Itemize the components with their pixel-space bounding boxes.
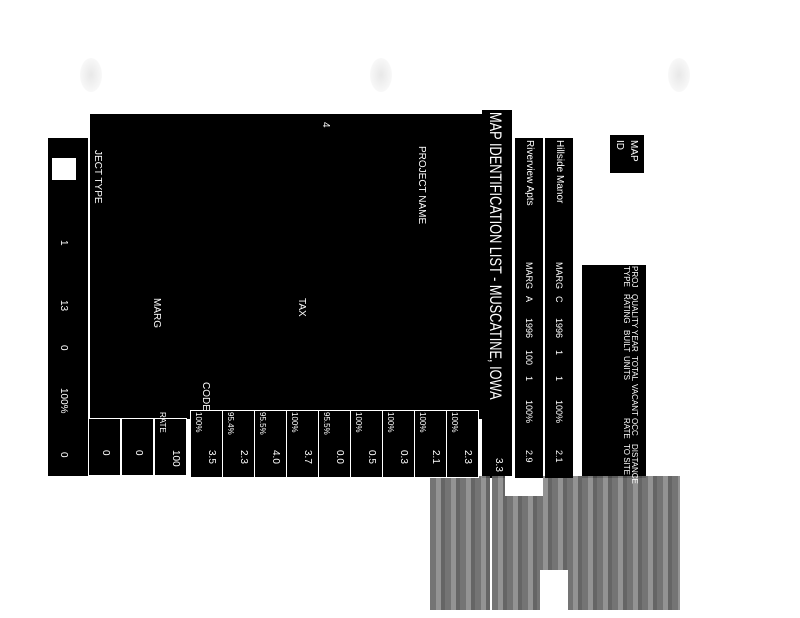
title-band: [482, 110, 512, 478]
row-cell: 100: [524, 350, 534, 366]
title-suffix: 3.3: [493, 458, 504, 472]
binder-hole: [668, 58, 690, 92]
bottom-value: 0.0: [334, 450, 345, 464]
bottom-value: 3.5: [206, 450, 217, 464]
column-header: YEAR BUILT: [622, 330, 639, 353]
bottom-cell: [446, 410, 479, 478]
bottom-cell: [382, 410, 415, 478]
marg-header: MARG: [151, 298, 162, 328]
bottom-value: 2.3: [238, 450, 249, 464]
left-value: 0: [58, 345, 69, 351]
row-name: Hillside Manor: [554, 140, 565, 204]
column-header: OCC RATE: [622, 418, 639, 439]
scan-noise: [492, 476, 680, 610]
bottom-value: 0.5: [366, 450, 377, 464]
bottom-value: 0: [100, 450, 111, 456]
scan-noise: [430, 476, 490, 610]
marker: 4: [320, 122, 331, 128]
scan-gap: [540, 570, 568, 610]
row-cell: 1: [524, 376, 534, 382]
bottom-header: 95.5%: [258, 412, 267, 435]
binder-hole: [80, 58, 102, 92]
bottom-cell: [286, 410, 319, 478]
column-header: TOTAL UNITS: [622, 356, 639, 381]
table-row: [545, 138, 573, 478]
bottom-cell: [121, 418, 154, 476]
binder-hole: [370, 58, 392, 92]
row-cell: 1: [554, 350, 564, 356]
column-header: VACANT: [630, 384, 639, 416]
left-box: [52, 158, 76, 180]
bottom-header: 100%: [418, 412, 427, 433]
left-value: 100%: [58, 388, 69, 414]
bottom-header: 95.5%: [322, 412, 331, 435]
bottom-value: 2.1: [430, 450, 441, 464]
bottom-value: 0.3: [398, 450, 409, 464]
row-name: Riverview Apts: [524, 140, 535, 206]
column-header-band: [582, 265, 646, 478]
row-cell: 1996: [524, 318, 534, 339]
row-cell: C: [554, 296, 564, 303]
column-header: QUALITY RATING: [622, 294, 639, 329]
project-name-header: PROJECT NAME: [416, 146, 427, 225]
bottom-cell: [154, 418, 187, 476]
bottom-header: RATE: [158, 412, 167, 433]
row-cell: MARG: [554, 262, 564, 289]
left-value: 13: [58, 300, 69, 312]
row-cell: 2.1: [554, 450, 564, 463]
row-cell: 100%: [554, 400, 564, 424]
bottom-header: 95.4%: [226, 412, 235, 435]
left-value: 0: [58, 452, 69, 458]
row-id: 2: [554, 118, 565, 124]
table-row: [515, 138, 543, 478]
bottom-cell: [414, 410, 447, 478]
row-cell: MARG: [524, 262, 534, 289]
bottom-header: 100%: [194, 412, 203, 433]
left-value: 1: [58, 240, 69, 246]
row-id: 1: [524, 118, 535, 124]
bottom-cell: [318, 410, 351, 478]
bottom-cell: [88, 418, 121, 476]
bottom-cell: [222, 410, 255, 478]
bottom-value: 4.0: [270, 450, 281, 464]
map-id-sub: ID: [614, 140, 625, 150]
bottom-header: 100%: [354, 412, 363, 433]
code-header: CODE: [200, 382, 211, 411]
column-header: PROJ TYPE: [622, 266, 639, 288]
bottom-header: 100%: [290, 412, 299, 433]
bottom-cell: [254, 410, 287, 478]
column-header: DISTANCE TO SITE: [622, 444, 639, 484]
map-id-header: [610, 135, 644, 173]
project-type-header: JECT TYPE: [92, 150, 103, 204]
bottom-value: 0: [133, 450, 144, 456]
row-cell: 100%: [524, 400, 534, 424]
bottom-header: 100%: [450, 412, 459, 433]
bottom-value: 100: [170, 450, 181, 467]
left-column: [48, 138, 88, 476]
map-id-label: MAP: [628, 140, 639, 162]
row-cell: 2.9: [524, 450, 534, 463]
scan-gap: [505, 476, 543, 496]
tax-header: TAX: [296, 298, 307, 317]
bottom-value: 2.3: [462, 450, 473, 464]
row-cell: A: [524, 296, 534, 303]
row-cell: 1: [554, 376, 564, 382]
bottom-value: 3.7: [302, 450, 313, 464]
main-table-body: [90, 114, 482, 419]
bottom-header: 100%: [386, 412, 395, 433]
document-title: MAP IDENTIFICATION LIST - MUSCATINE, IOW…: [486, 112, 505, 400]
row-cell: 1996: [554, 318, 564, 339]
